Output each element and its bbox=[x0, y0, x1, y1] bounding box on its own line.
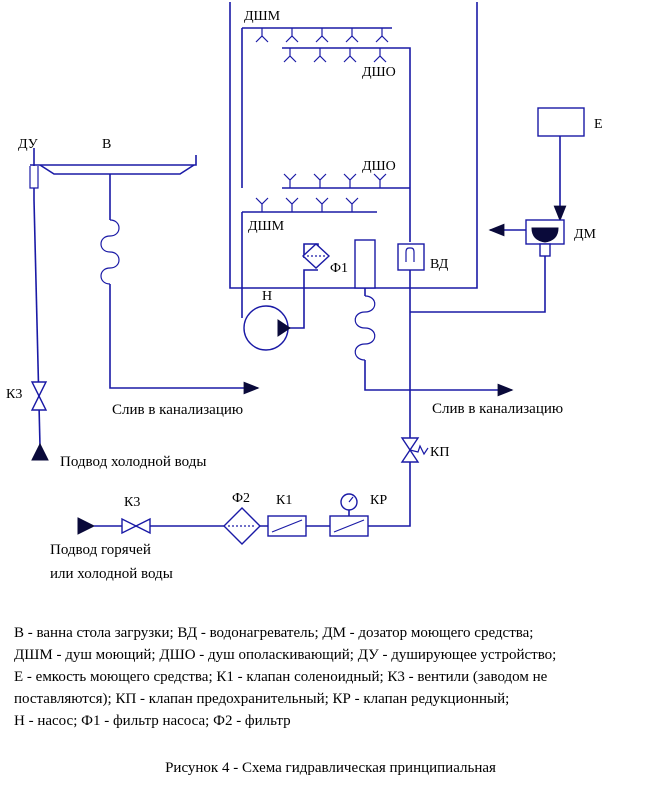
label-dsho-top: ДШО bbox=[362, 65, 396, 80]
filter-f2 bbox=[223, 507, 261, 545]
drain-right-pipe bbox=[354, 288, 514, 397]
figure-caption: Рисунок 4 - Схема гидравлическая принцип… bbox=[165, 760, 496, 776]
cold-water-inlet-icon bbox=[31, 442, 49, 461]
shower-manifold bbox=[241, 27, 411, 242]
legend: В - ванна стола загрузки; ВД - водонагре… bbox=[14, 622, 654, 732]
tank-box bbox=[354, 239, 376, 289]
label-e: Е bbox=[594, 117, 603, 132]
dsho-mid-nozzles bbox=[283, 173, 387, 188]
label-v: В bbox=[102, 137, 111, 152]
cold-water-label: Подвод холодной воды bbox=[60, 454, 206, 470]
shower-du bbox=[29, 148, 39, 200]
valve-k3-left bbox=[30, 381, 48, 411]
legend-line: поставляются); КП - клапан предохранител… bbox=[14, 691, 510, 707]
dshm-top-nozzles bbox=[255, 28, 389, 43]
bath-v bbox=[30, 155, 197, 175]
filter-f1 bbox=[301, 243, 331, 269]
label-dsho-mid: ДШО bbox=[362, 159, 396, 174]
label-k3-left: К3 bbox=[6, 387, 22, 402]
heater-vd bbox=[397, 243, 425, 271]
valve-k3-bottom bbox=[121, 517, 151, 535]
valve-kp bbox=[400, 437, 429, 463]
dshm-bottom-nozzles bbox=[255, 197, 359, 212]
hot-water-label-1: Подвод горячей bbox=[50, 542, 151, 558]
machine-housing bbox=[229, 2, 478, 289]
dispenser-dm bbox=[525, 219, 565, 257]
label-dshm-top: ДШМ bbox=[244, 9, 281, 24]
tank-e bbox=[537, 107, 585, 137]
label-n: Н bbox=[262, 289, 272, 304]
label-du: ДУ bbox=[18, 137, 38, 152]
drain-left-pipe bbox=[100, 174, 260, 395]
valve-kr bbox=[329, 493, 369, 537]
label-f2: Ф2 bbox=[232, 491, 250, 506]
label-k1: К1 bbox=[276, 493, 292, 508]
label-dshm-bottom: ДШМ bbox=[248, 219, 285, 234]
legend-line: ДШМ - душ моющий; ДШО - душ ополаскивающ… bbox=[14, 647, 557, 663]
drain-right-label: Слив в канализацию bbox=[432, 401, 563, 417]
valve-k1 bbox=[267, 515, 307, 537]
label-kr: КР bbox=[370, 493, 387, 508]
legend-line: В - ванна стола загрузки; ВД - водонагре… bbox=[14, 625, 534, 641]
label-vd: ВД bbox=[430, 257, 449, 272]
supply-line bbox=[368, 256, 546, 527]
label-dm: ДМ bbox=[574, 227, 597, 242]
label-k3-bottom: К3 bbox=[124, 495, 140, 510]
label-kp: КП bbox=[430, 445, 449, 460]
hot-water-label-2: или холодной воды bbox=[50, 566, 173, 582]
label-f1: Ф1 bbox=[330, 261, 348, 276]
legend-line: Н - насос; Ф1 - фильтр насоса; Ф2 - филь… bbox=[14, 713, 291, 729]
legend-line: Е - емкость моющего средства; К1 - клапа… bbox=[14, 669, 548, 685]
drain-left-label: Слив в канализацию bbox=[112, 402, 243, 418]
dsho-top-nozzles bbox=[283, 48, 387, 63]
pump-n bbox=[243, 305, 291, 351]
